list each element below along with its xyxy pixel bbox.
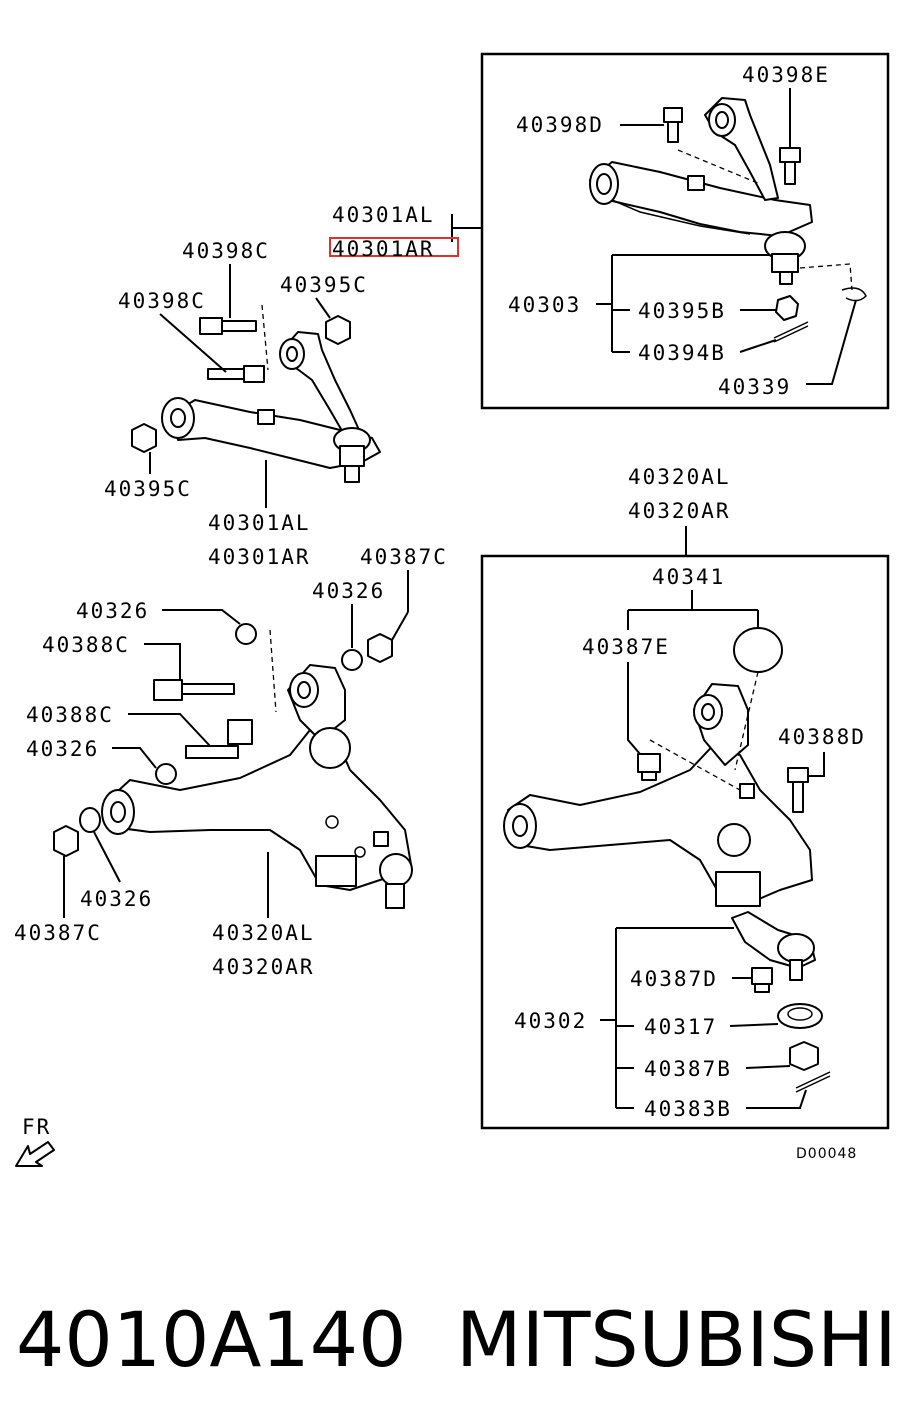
leader-40388D <box>808 752 825 777</box>
leader-40317 <box>729 1023 779 1027</box>
label-40326-b: 40326 <box>76 599 149 623</box>
label-40388D: 40388D <box>778 725 866 749</box>
label-40301AR-top: 40301AR <box>332 237 435 261</box>
label-40395C-a: 40395C <box>280 273 368 297</box>
leader-40387C-a <box>391 611 409 641</box>
label-40398D: 40398D <box>516 113 604 137</box>
label-40383B: 40383B <box>644 1097 732 1121</box>
leader-40341 <box>627 590 759 630</box>
label-40394B: 40394B <box>638 341 726 365</box>
label-40395B: 40395B <box>638 299 726 323</box>
label-40387C-a: 40387C <box>360 545 448 569</box>
label-40320AR-top: 40320AR <box>628 499 731 523</box>
label-40341: 40341 <box>652 565 725 589</box>
label-40302: 40302 <box>514 1009 587 1033</box>
label-40301AL-mid: 40301AL <box>208 511 311 535</box>
leader-40388C-a <box>144 643 181 680</box>
label-40320AL-bot: 40320AL <box>212 921 315 945</box>
brand-name: MITSUBISHI <box>456 1295 897 1384</box>
detail-box-lower-arm <box>480 554 890 1130</box>
label-40398C-a: 40398C <box>182 239 270 263</box>
leader-40339 <box>806 299 857 385</box>
leader-40302 <box>600 927 734 1108</box>
leader-40395C-a <box>315 297 331 319</box>
leader-40326-c <box>112 747 157 769</box>
label-40387B: 40387B <box>644 1057 732 1081</box>
lower-arm-drawing <box>53 623 413 909</box>
leader-40388C-b <box>128 713 211 747</box>
label-40398E: 40398E <box>742 63 830 87</box>
label-40387D: 40387D <box>630 967 718 991</box>
lower-arm-detail-drawing <box>503 627 831 1093</box>
label-40320AL-top: 40320AL <box>628 465 731 489</box>
label-40388C-a: 40388C <box>42 633 130 657</box>
leader-40303 <box>596 254 770 352</box>
part-number: 4010A140 <box>16 1295 406 1384</box>
leader-40387B <box>745 1065 791 1069</box>
label-40317: 40317 <box>644 1015 717 1039</box>
label-40326-c: 40326 <box>26 737 99 761</box>
leader-40398C-b <box>159 313 227 373</box>
leader-40394B <box>739 339 777 353</box>
upper-arm-detail-drawing <box>589 97 867 343</box>
label-40320AR-bot: 40320AR <box>212 955 315 979</box>
detail-box-upper-arm <box>480 52 890 410</box>
label-40398C-b: 40398C <box>118 289 206 313</box>
front-arrow-icon <box>15 1141 55 1167</box>
leader-40326-d <box>93 831 121 883</box>
leader-40326-b <box>162 609 241 625</box>
label-40326-d: 40326 <box>80 887 153 911</box>
label-40395C-b: 40395C <box>104 477 192 501</box>
leader-40387E <box>627 662 641 755</box>
highlight-box <box>329 237 459 257</box>
label-40387C-b: 40387C <box>14 921 102 945</box>
label-40326-a: 40326 <box>312 579 385 603</box>
label-40301AL-top: 40301AL <box>332 203 435 227</box>
drawing-code: D00048 <box>796 1146 857 1162</box>
label-40339: 40339 <box>718 375 791 399</box>
leader-40383B <box>746 1089 807 1109</box>
label-40387E: 40387E <box>582 635 670 659</box>
upper-arm-drawing <box>131 304 381 483</box>
label-fr: FR <box>22 1115 51 1139</box>
label-40388C-b: 40388C <box>26 703 114 727</box>
label-40301AR-mid: 40301AR <box>208 545 311 569</box>
label-40303: 40303 <box>508 293 581 317</box>
